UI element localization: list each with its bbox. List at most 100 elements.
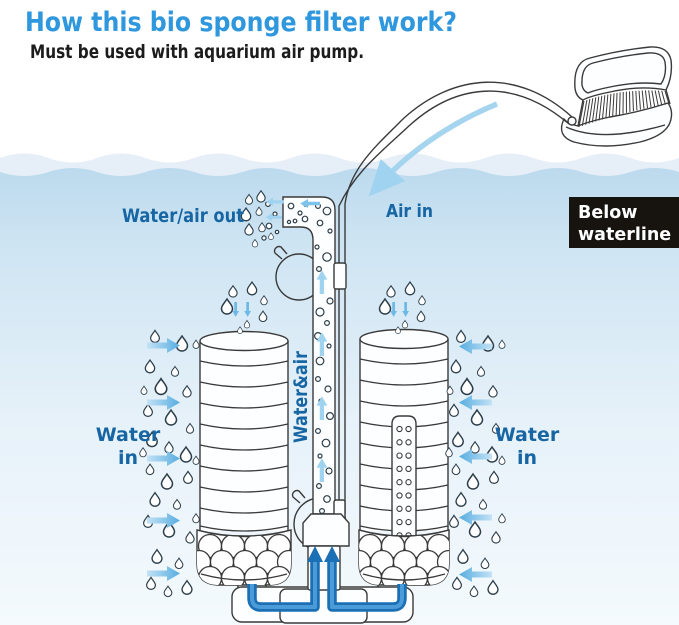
hatch-line (612, 93, 615, 117)
flow-up-arrowhead-left (307, 546, 323, 562)
flow-pipe-core (330, 558, 404, 609)
hatch-line (632, 91, 634, 112)
pump-lid-inner (581, 52, 667, 94)
flow-lines (247, 558, 407, 612)
pump-lid (574, 46, 673, 101)
strainer-hole (396, 439, 403, 446)
strainer-hole (396, 425, 403, 433)
airline-tube (338, 81, 573, 514)
label-in: in (118, 447, 138, 469)
air-flow-arrow (368, 101, 499, 197)
pump-hatch-band (578, 90, 670, 128)
strainer-hole (396, 492, 403, 499)
badge-line2: waterline (578, 225, 671, 245)
ridge-line (359, 379, 449, 386)
bubble-icon (315, 376, 322, 383)
strainer-hole (396, 479, 403, 486)
hatch-line (605, 94, 609, 119)
bubble-icon (286, 219, 292, 225)
bubble-icon (319, 508, 326, 515)
pipe-clamp-upper (333, 262, 347, 290)
hatch-line (585, 99, 591, 125)
ridge-line (199, 525, 289, 532)
bubble-icon (324, 320, 331, 327)
media-basket-left (196, 529, 292, 586)
hatch-line (648, 90, 652, 108)
bubble-icon (315, 428, 322, 435)
bubble-icon (315, 356, 325, 366)
air-pump (560, 46, 673, 147)
ridge-line (199, 486, 289, 493)
label-water-air-out: Water/air out (122, 205, 244, 227)
strainer-hole (405, 425, 412, 433)
ridge-line (199, 444, 289, 451)
hatch-line (601, 95, 606, 120)
hatch-line (578, 100, 585, 128)
hatch-line (635, 90, 638, 111)
ridge-line (199, 423, 289, 430)
water-flow-pipes (247, 546, 407, 612)
bubble-icon (327, 228, 333, 234)
strainer-hole (396, 505, 403, 512)
bubble-icon (325, 467, 333, 475)
strainer-hole (405, 479, 412, 486)
riser-flange (302, 513, 350, 547)
strainer-hole (405, 492, 412, 499)
badge-background (569, 197, 679, 248)
sponge-ridges (199, 360, 289, 532)
hatch-line (644, 90, 649, 109)
bio-balls (197, 533, 291, 585)
label-water-and-air: Water&air (290, 350, 312, 443)
label-water-in-right: Water in (495, 424, 560, 469)
pump-base-seam (565, 124, 666, 136)
bubble-icon (316, 483, 323, 490)
bubble-icon (326, 412, 335, 421)
pump-air-nozzle (567, 116, 577, 126)
strainer-hole (396, 452, 403, 459)
strainer-hole (405, 505, 412, 512)
page-subtitle: Must be used with aquarium air pump. (30, 41, 364, 63)
bubble-icon (265, 222, 273, 230)
bio-balls (359, 533, 449, 585)
flow-pipe-core (250, 558, 317, 609)
pump-body-side (577, 89, 671, 127)
ridge-line (199, 360, 289, 367)
bubble-icon (292, 218, 298, 224)
strainer-hole (405, 452, 412, 459)
sponge-cylinder-right (359, 328, 449, 583)
label-water: Water (96, 424, 161, 446)
bubble-icon (314, 244, 320, 250)
strainer-hole (405, 439, 412, 446)
label-water-in-left: Water in (96, 424, 161, 469)
hatch-line (591, 97, 597, 123)
ridge-line (359, 358, 449, 365)
hatch-line (595, 96, 600, 122)
strainer-hole (405, 518, 412, 526)
ridge-line (359, 400, 449, 407)
bubble-icon (323, 495, 331, 503)
bubble-icon (317, 453, 323, 459)
strainer-hole (405, 465, 412, 473)
strainer-hole (396, 465, 403, 473)
hatch-line (638, 90, 641, 110)
sponge-cylinder-left (199, 330, 289, 532)
bubble-icon (324, 385, 332, 393)
pump-base (560, 102, 673, 147)
hatch-line (598, 95, 603, 121)
bubble-icon (315, 307, 325, 317)
bubble-icon (321, 438, 331, 448)
label-in: in (517, 447, 537, 469)
bubble-icon (274, 229, 280, 235)
media-basket-right (358, 529, 450, 586)
label-water: Water (495, 424, 560, 446)
bubble-icon (316, 219, 324, 227)
ridge-line (199, 507, 289, 514)
sponge-top (359, 328, 449, 350)
hatch-line (661, 90, 666, 105)
strainer-hole (396, 518, 403, 526)
page-title: How this bio sponge filter work? (25, 7, 457, 38)
ridge-line (199, 402, 289, 409)
bubble-icon (301, 215, 309, 223)
bubble-icon (326, 343, 332, 349)
